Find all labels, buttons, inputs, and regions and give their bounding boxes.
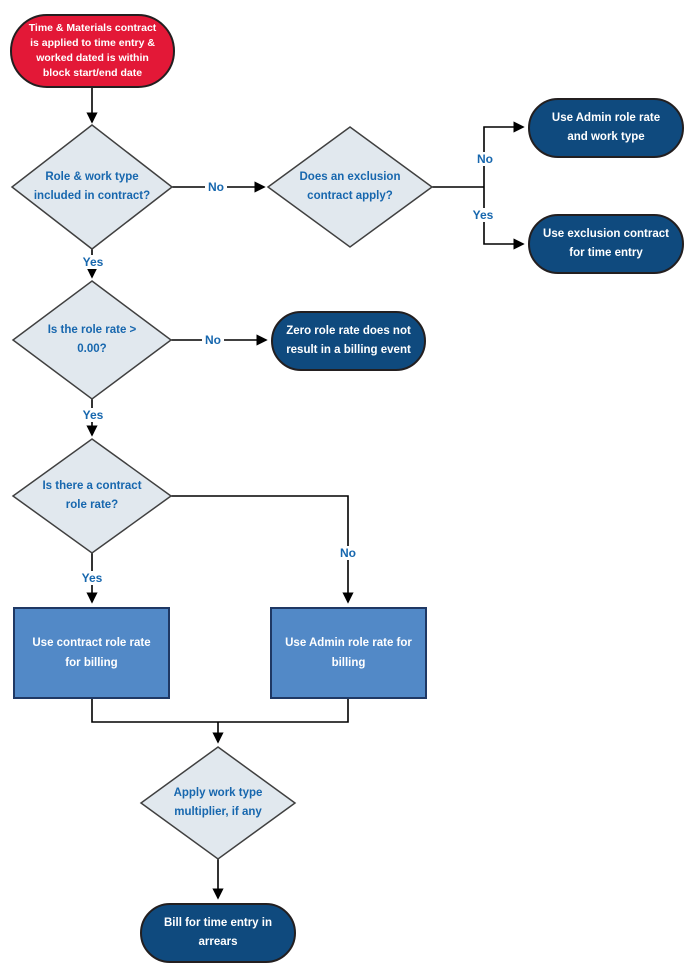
decision-line: Does an exclusion <box>299 171 401 183</box>
node-line: Zero role rate does not <box>286 325 411 337</box>
node-start: Time & Materials contract is applied to … <box>10 14 175 88</box>
decision-contract-role-rate-shape <box>11 438 173 554</box>
node-line: for billing <box>65 657 118 669</box>
node-start-line: Time & Materials contract <box>28 22 157 34</box>
decision-line: Apply work type <box>173 787 263 799</box>
node-line: for time entry <box>569 247 643 259</box>
decision-line: Role & work type <box>45 171 139 183</box>
decision-role-rate-shape <box>11 280 173 400</box>
decision-line: contract apply? <box>307 190 393 202</box>
node-line: Use Admin role rate <box>551 112 661 124</box>
decision-exclusion-apply-shape <box>266 126 434 248</box>
decision-work-type-multiplier-shape <box>139 746 297 860</box>
node-line: arrears <box>198 936 238 948</box>
decision-line: role rate? <box>65 499 119 511</box>
decision-work-type-multiplier-label: Apply work type multiplier, if any <box>141 784 295 822</box>
node-start-line: block start/end date <box>42 67 143 79</box>
node-line: Bill for time entry in <box>164 917 272 929</box>
connector-junction-yes-to-exclusion-contract <box>483 187 525 250</box>
edge-label-exclusion-no: No <box>474 152 496 166</box>
connector-junction-no-to-admin <box>483 121 525 187</box>
node-bill-arrears: Bill for time entry in arrears <box>140 903 296 963</box>
node-line: Use Admin role rate for <box>285 637 412 649</box>
node-line: and work type <box>567 131 645 143</box>
decision-line: Is there a contract <box>42 480 142 492</box>
decision-line: included in contract? <box>33 190 151 202</box>
node-use-contract-rate: Use contract role rate for billing <box>13 607 170 699</box>
edge-label-contract-no: No <box>337 546 359 560</box>
node-admin-rate-work-type: Use Admin role rate and work type <box>528 98 684 158</box>
decision-exclusion-apply-label: Does an exclusion contract apply? <box>268 168 432 206</box>
edge-label-rate-yes: Yes <box>79 408 107 422</box>
node-line: billing <box>331 657 366 669</box>
decision-line: multiplier, if any <box>174 806 262 818</box>
edge-label-contract-yes: Yes <box>78 571 106 585</box>
connector-contract-no-to-admin-rate <box>171 495 354 604</box>
decision-role-work-type-shape <box>10 124 174 250</box>
edge-label-role-no: No <box>205 180 227 194</box>
decision-contract-role-rate-label: Is there a contract role rate? <box>13 477 171 515</box>
node-line: Use exclusion contract <box>543 228 669 240</box>
node-line: result in a billing event <box>286 344 411 356</box>
decision-role-rate-label: Is the role rate > 0.00? <box>13 321 171 359</box>
node-exclusion-contract: Use exclusion contract for time entry <box>528 214 684 274</box>
node-use-admin-rate: Use Admin role rate for billing <box>270 607 427 699</box>
edge-label-rate-no: No <box>202 333 224 347</box>
edge-label-exclusion-yes: Yes <box>469 208 497 222</box>
node-start-line: worked dated is within <box>36 52 149 64</box>
node-start-line: is applied to time entry & <box>30 37 155 49</box>
node-zero-role-rate: Zero role rate does not result in a bill… <box>271 311 426 371</box>
edge-label-role-yes: Yes <box>79 255 107 269</box>
node-line: Use contract role rate <box>32 637 151 649</box>
decision-role-work-type-label: Role & work type included in contract? <box>12 168 172 206</box>
connector-merge <box>91 699 349 723</box>
decision-line: Is the role rate > <box>47 324 137 336</box>
decision-line: 0.00? <box>77 343 107 355</box>
